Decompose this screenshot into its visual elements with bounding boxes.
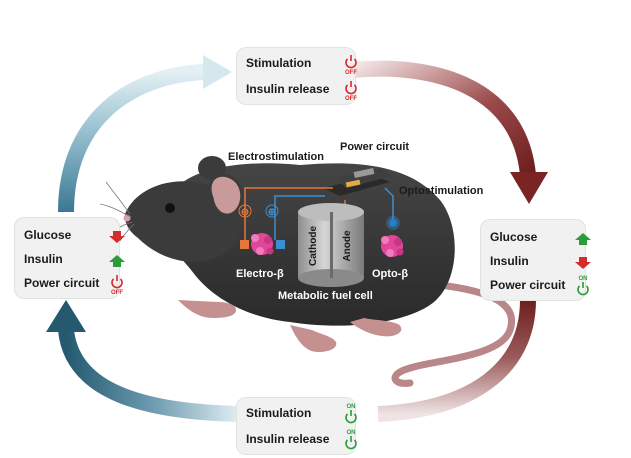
arrow-down-shape (575, 257, 591, 269)
panel-row-label: Stimulation (246, 56, 312, 70)
mouse-illustration (99, 156, 516, 387)
metabolic-fuel-cell-label: Metabolic fuel cell (278, 290, 373, 302)
panel-row-label: Insulin release (246, 82, 330, 96)
cycle-arrow-left-top (58, 55, 232, 213)
power-state-text: ON (347, 430, 356, 436)
electro-beta-label: Electro-β (236, 268, 284, 280)
arrow-down-icon (572, 251, 594, 273)
power-off-icon: OFF (340, 53, 362, 76)
minus-terminal (238, 204, 252, 218)
panel-row-label: Glucose (490, 230, 538, 244)
mouse-front-foot (178, 300, 236, 318)
power-state-text: OFF (345, 96, 357, 101)
panel-row: Glucose (24, 225, 125, 245)
panel-row-label: Insulin release (246, 432, 330, 446)
arrow-up-icon (572, 227, 594, 249)
electrode-anode (276, 240, 285, 249)
arrow-up-shape (575, 233, 591, 245)
panel-row: Insulin release ON (246, 429, 357, 450)
power-circuit-chip (323, 167, 392, 196)
panel-row-label: Insulin (24, 252, 63, 266)
mouse-ear (208, 173, 244, 217)
plus-terminal (265, 204, 279, 218)
arrow-down-icon (106, 225, 128, 247)
opto-beta-label: Opto-β (372, 268, 408, 280)
power-state-text: ON (579, 276, 588, 282)
power-off-icon: OFF (340, 79, 362, 102)
panel-row-label: Glucose (24, 228, 72, 242)
electro-beta-cells (251, 233, 274, 255)
arrow-down-shape (109, 231, 125, 243)
plus-symbol: ⊕ (268, 207, 276, 218)
power-on-icon: ON (340, 403, 362, 425)
panel-row-label: Stimulation (246, 406, 312, 420)
cycle-arrow-right-bottom (377, 299, 536, 422)
electrode-cathode (240, 240, 249, 249)
mouse-eye (165, 203, 175, 213)
cathode-label: Cathode (308, 226, 319, 266)
electrostimulation-label: Electrostimulation (228, 151, 324, 163)
panel-row: Stimulation ON (246, 403, 357, 424)
minus-symbol: ⊖ (241, 207, 249, 218)
mouse-ear-back (198, 156, 226, 180)
panel-row-label: Power circuit (24, 276, 100, 290)
panel-row: Insulin (490, 251, 591, 271)
panel-row-label: Power circuit (490, 278, 566, 292)
panel-row: Insulin (24, 249, 125, 269)
arrow-up-icon (106, 249, 128, 271)
mouse-hind-foot (350, 318, 402, 337)
light-source (386, 216, 400, 230)
cycle-arrow-bottom-left (46, 300, 241, 422)
anode-label: Anode (342, 230, 353, 262)
power-state-text: OFF (111, 290, 123, 295)
mouse-back-foot (290, 325, 337, 352)
power-off-icon: OFF (106, 273, 128, 296)
power-on-icon: ON (340, 429, 362, 451)
metabolic-fuel-cell (298, 203, 364, 287)
panel-row: Glucose (490, 227, 591, 247)
optostimulation-label: Optostimulation (399, 185, 484, 197)
panel-row: Power circuit ON (490, 275, 589, 296)
opto-beta-cells (381, 235, 404, 257)
arrow-up-shape (109, 255, 125, 267)
cycle-arrow-top-right (351, 60, 548, 204)
mouse-nose (123, 214, 131, 222)
panel-row-label: Insulin (490, 254, 529, 268)
power-circuit-label: Power circuit (340, 141, 409, 153)
power-state-text: OFF (345, 70, 357, 75)
power-state-text: ON (347, 404, 356, 410)
power-on-icon: ON (572, 275, 594, 297)
